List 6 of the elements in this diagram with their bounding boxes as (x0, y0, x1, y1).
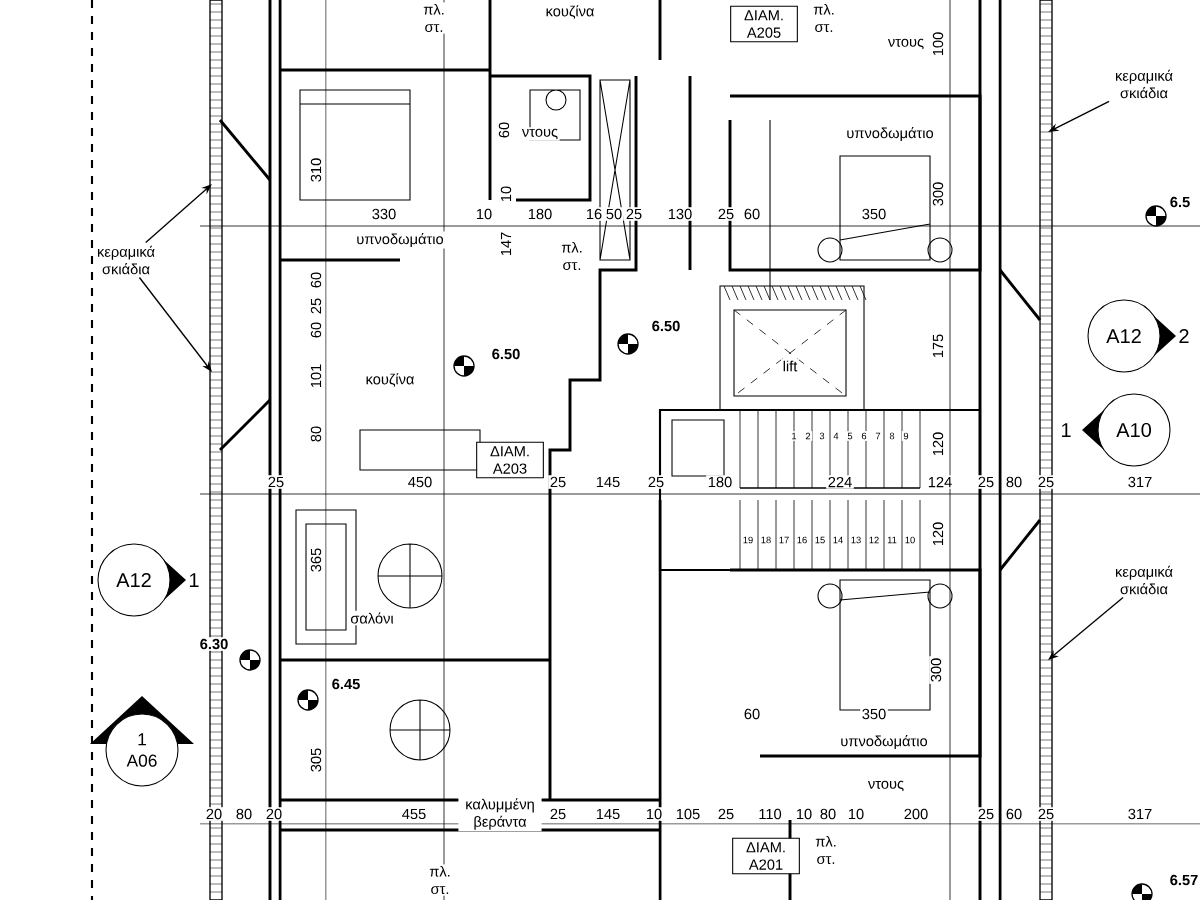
leader-line (1048, 596, 1124, 660)
leader-line (138, 276, 212, 372)
marker-number: 1 (1061, 423, 1071, 437)
marker-number: 1 (189, 573, 199, 587)
marker-number: 2 (1179, 329, 1189, 343)
leader-line (145, 184, 212, 244)
